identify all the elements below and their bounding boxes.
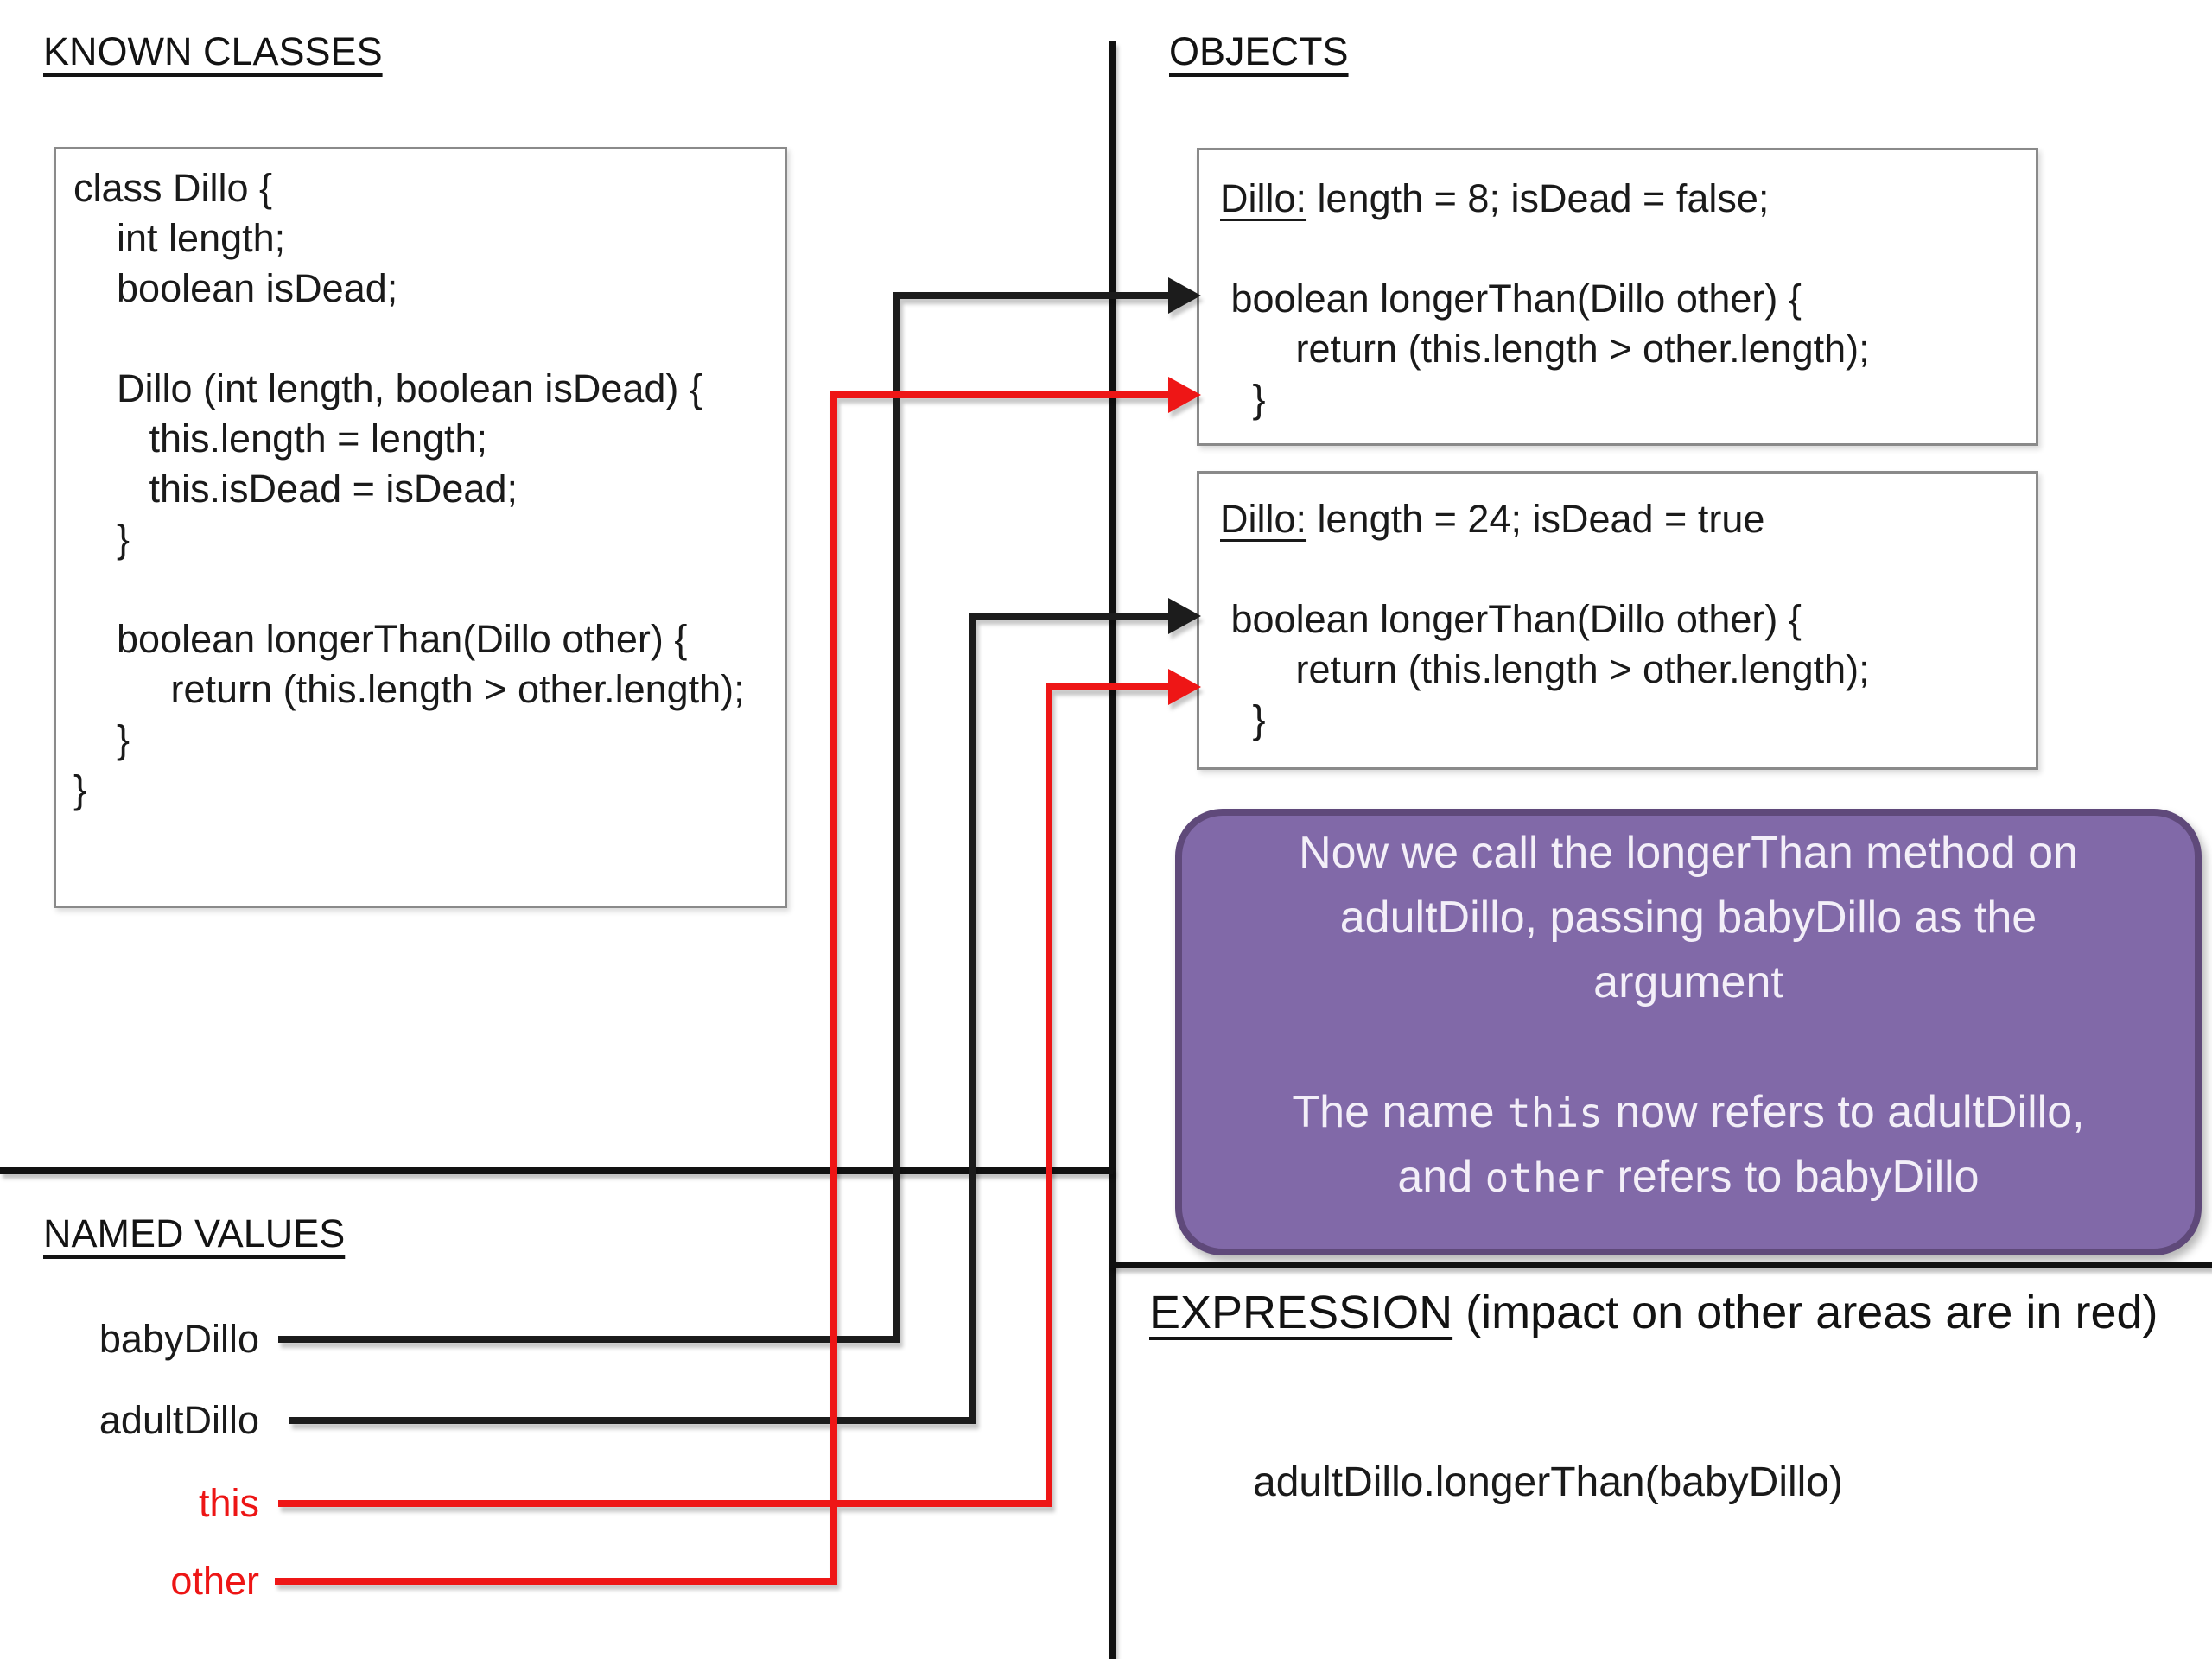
code-line: this.isDead = isDead; — [73, 467, 518, 511]
code-line: Now we call the longerThan method on — [1299, 828, 2078, 878]
code-line: return (this.length > other.length); — [1220, 327, 1870, 371]
code-line: boolean isDead; — [73, 266, 398, 310]
callout-paragraph-1: Now we call the longerThan method on adul… — [1182, 821, 2195, 1015]
code-line: return (this.length > other.length); — [73, 667, 745, 711]
code-line: } — [73, 717, 130, 761]
callout-text: and — [1397, 1152, 1485, 1202]
mono-keyword: this — [1506, 1090, 1603, 1136]
objects-title: OBJECTS — [1169, 29, 1349, 73]
named-values-title: NAMED VALUES — [43, 1211, 346, 1255]
code-line: } — [1220, 377, 1266, 421]
callout-note: Now we call the longerThan method on adul… — [1175, 809, 2202, 1255]
object-code-lines: boolean longerThan(Dillo other) { return… — [1220, 594, 2036, 745]
right-horizontal-divider — [1109, 1262, 2212, 1268]
named-value-other: other — [170, 1559, 259, 1603]
object-field-values: length = 8; isDead = false; — [1306, 176, 1770, 220]
callout-line: The name this now refers to adultDillo, — [1182, 1080, 2195, 1145]
code-line: return (this.length > other.length); — [1220, 647, 1870, 691]
code-line: Dillo (int length, boolean isDead) { — [73, 366, 702, 410]
object-header: Dillo: length = 8; isDead = false; — [1220, 174, 2036, 224]
callout-text: now refers to adultDillo, — [1602, 1087, 2085, 1137]
callout-text: refers to babyDillo — [1605, 1152, 1980, 1202]
code-line: } — [73, 517, 130, 561]
named-value-adultdillo: adultDillo — [99, 1398, 259, 1442]
expression-code: adultDillo.longerThan(babyDillo) — [1253, 1459, 1844, 1505]
object-class-label: Dillo: — [1220, 497, 1307, 541]
expression-heading-note: (impact on other areas are in red) — [1452, 1287, 2158, 1338]
code-line: boolean longerThan(Dillo other) { — [73, 617, 688, 661]
known-classes-title: KNOWN CLASSES — [43, 29, 383, 73]
code-line: this.length = length; — [73, 416, 488, 461]
named-value-babydillo: babyDillo — [99, 1317, 259, 1361]
mono-keyword: other — [1484, 1154, 1605, 1201]
code-line: int length; — [73, 216, 286, 260]
code-line — [73, 314, 785, 364]
object-code-lines: boolean longerThan(Dillo other) { return… — [1220, 274, 2036, 424]
known-classes-box: class Dillo { int length; boolean isDead… — [54, 147, 787, 908]
expression-heading-word: EXPRESSION — [1149, 1287, 1453, 1338]
code-line: argument — [1593, 957, 1783, 1007]
named-value-this: this — [198, 1481, 259, 1525]
expression-heading: EXPRESSION (impact on other areas are in… — [1149, 1286, 2158, 1339]
code-line: boolean longerThan(Dillo other) { — [1220, 597, 1802, 641]
callout-spacer — [1182, 1015, 2195, 1080]
callout-line: and other refers to babyDillo — [1182, 1145, 2195, 1210]
vertical-divider — [1109, 41, 1116, 1659]
object-box-dillo-24: Dillo: length = 24; isDead = true boolea… — [1197, 471, 2038, 770]
code-line: class Dillo { — [73, 166, 273, 210]
object-box-dillo-8: Dillo: length = 8; isDead = false; boole… — [1197, 148, 2038, 446]
left-horizontal-divider — [0, 1167, 1113, 1174]
object-class-label: Dillo: — [1220, 176, 1307, 220]
code-line — [73, 564, 785, 614]
code-line: boolean longerThan(Dillo other) { — [1220, 276, 1802, 321]
callout-paragraph-2: The name this now refers to adultDillo,a… — [1182, 1080, 2195, 1210]
class-code-lines: class Dillo { int length; boolean isDead… — [56, 149, 785, 815]
code-line: adultDillo, passing babyDillo as the — [1339, 893, 2037, 943]
object-header: Dillo: length = 24; isDead = true — [1220, 494, 2036, 544]
callout-text: The name — [1292, 1087, 1507, 1137]
code-line: } — [73, 767, 87, 811]
code-line: } — [1220, 697, 1266, 741]
object-field-values: length = 24; isDead = true — [1306, 497, 1765, 541]
